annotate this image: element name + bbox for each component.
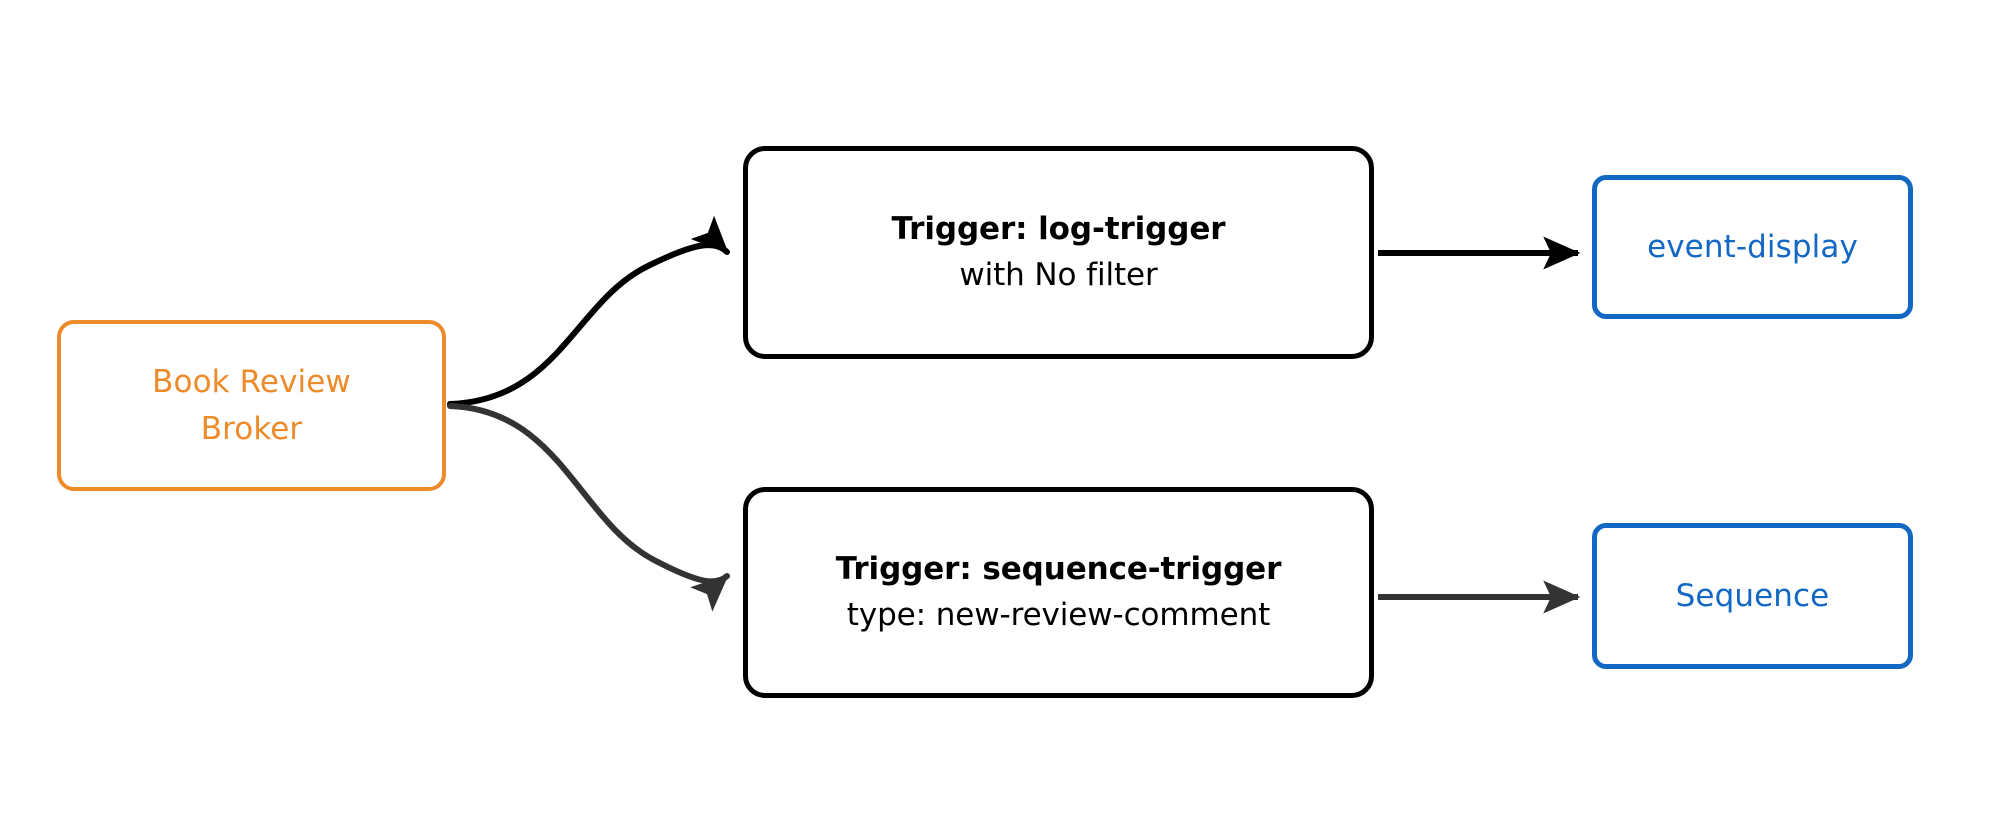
broker-label-line-1: Book Review — [152, 364, 351, 400]
sequence-trigger-subtitle: type: new-review-comment — [846, 596, 1271, 633]
edge-broker-to-log-trigger — [447, 215, 730, 407]
node-sequence[interactable]: Sequence — [1592, 523, 1913, 669]
node-book-review-broker[interactable]: Book Review Broker — [57, 320, 446, 491]
node-sequence-trigger[interactable]: Trigger: sequence-trigger type: new-revi… — [743, 487, 1374, 698]
broker-label-line-2: Broker — [200, 410, 303, 447]
node-event-display[interactable]: event-display — [1592, 175, 1913, 319]
node-log-trigger[interactable]: Trigger: log-trigger with No filter — [743, 146, 1374, 359]
log-trigger-subtitle: with No filter — [959, 256, 1158, 293]
sequence-label: Sequence — [1675, 577, 1830, 614]
sequence-trigger-title: Trigger: sequence-trigger — [835, 550, 1282, 587]
edge-broker-to-sequence-trigger — [447, 403, 730, 612]
event-display-label: event-display — [1647, 228, 1858, 265]
log-trigger-title: Trigger: log-trigger — [891, 210, 1226, 247]
